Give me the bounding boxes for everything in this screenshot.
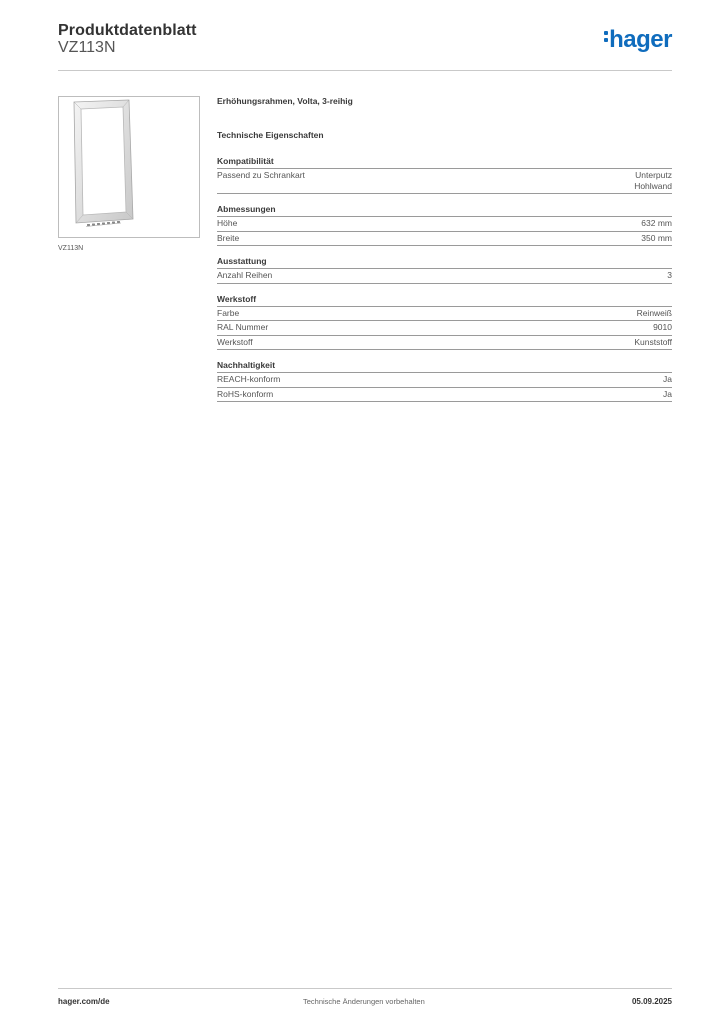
spec-label: REACH-konform <box>217 374 281 384</box>
spec-label: Farbe <box>217 307 240 318</box>
spec-value-line-2: Hohlwand <box>634 180 672 191</box>
group-ausstattung: Ausstattung Anzahl Reihen 3 <box>217 256 672 284</box>
document-title: Produktdatenblatt <box>58 22 197 39</box>
frame-product-image <box>73 99 134 227</box>
spec-value: Unterputz Hohlwand <box>634 170 672 191</box>
spec-value: 9010 <box>653 322 672 332</box>
page-footer: hager.com/de Technische Änderungen vorbe… <box>58 988 672 1019</box>
hager-logo: hager <box>604 26 672 54</box>
spec-row: RAL Nummer 9010 <box>217 321 672 336</box>
product-image <box>58 96 200 238</box>
hager-colon-logo-icon <box>604 28 609 45</box>
spec-row: RoHS-konform Ja <box>217 388 672 402</box>
group-abmessungen: Abmessungen Höhe 632 mm Breite 350 mm <box>217 204 672 246</box>
spec-value: 632 mm <box>641 218 672 228</box>
spec-value: Reinweiß <box>636 307 672 318</box>
spec-row: Höhe 632 mm <box>217 217 672 232</box>
group-title: Nachhaltigkeit <box>217 360 672 373</box>
spec-row: Passend zu Schrankart Unterputz Hohlwand <box>217 169 672 194</box>
footer-website-link[interactable]: hager.com/de <box>58 997 110 1006</box>
spec-label: Passend zu Schrankart <box>217 170 305 180</box>
group-nachhaltigkeit: Nachhaltigkeit REACH-konform Ja RoHS-kon… <box>217 360 672 402</box>
section-title: Technische Eigenschaften <box>217 130 324 140</box>
spec-label: Höhe <box>217 218 238 228</box>
specs-content: Erhöhungsrahmen, Volta, 3-reihig Technis… <box>217 96 672 402</box>
spec-value: 350 mm <box>641 232 672 243</box>
spec-row: Breite 350 mm <box>217 232 672 246</box>
spec-label: RAL Nummer <box>217 322 269 332</box>
group-title: Werkstoff <box>217 294 672 307</box>
spec-row: REACH-konform Ja <box>217 373 672 388</box>
product-name: Erhöhungsrahmen, Volta, 3-reihig <box>217 96 353 106</box>
spec-label: Breite <box>217 232 240 243</box>
spec-label: Werkstoff <box>217 336 253 347</box>
product-image-caption: VZ113N <box>58 245 84 252</box>
page-header: Produktdatenblatt VZ113N hager <box>58 20 672 71</box>
spec-value: 3 <box>667 270 672 280</box>
product-code: VZ113N <box>58 39 116 56</box>
group-title: Abmessungen <box>217 204 672 217</box>
spec-value-line-1: Unterputz <box>635 170 672 180</box>
spec-value: Ja <box>663 388 672 399</box>
group-werkstoff: Werkstoff Farbe Reinweiß RAL Nummer 9010… <box>217 294 672 350</box>
group-kompatibilitaet: Kompatibilität Passend zu Schrankart Unt… <box>217 156 672 194</box>
spec-row: Werkstoff Kunststoff <box>217 336 672 350</box>
footer-date: 05.09.2025 <box>631 997 672 1006</box>
spec-row: Farbe Reinweiß <box>217 307 672 321</box>
spec-label: RoHS-konform <box>217 388 274 399</box>
spec-value: Ja <box>663 374 672 384</box>
spec-row: Anzahl Reihen 3 <box>217 269 672 284</box>
group-title: Kompatibilität <box>217 156 672 169</box>
spec-value: Kunststoff <box>634 336 672 347</box>
group-title: Ausstattung <box>217 256 672 269</box>
logo-text: hager <box>609 26 672 53</box>
footer-disclaimer: Technische Änderungen vorbehalten <box>303 997 425 1006</box>
spec-label: Anzahl Reihen <box>217 270 273 280</box>
